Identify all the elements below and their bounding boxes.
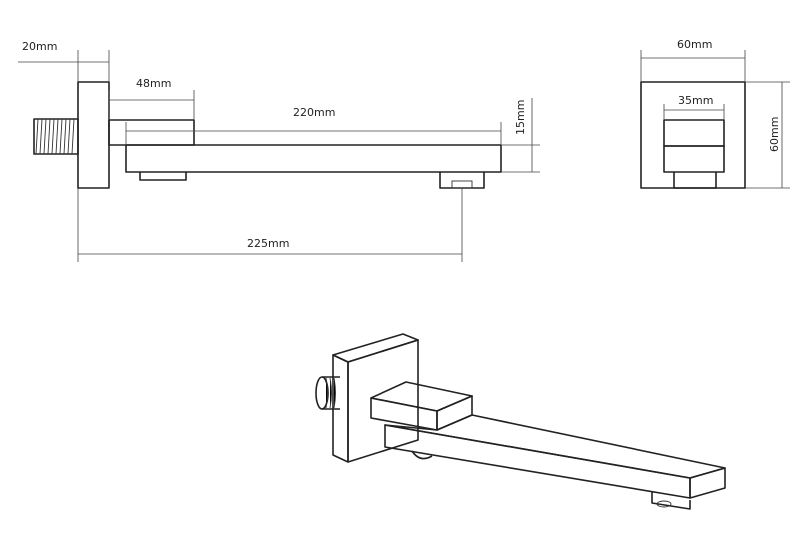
iso-thread-inlet bbox=[315, 376, 340, 410]
front-bottom-nub bbox=[673, 172, 717, 189]
iso-outlet-nub bbox=[651, 492, 691, 510]
label-225mm: 225mm bbox=[247, 237, 289, 250]
side-back-nub bbox=[139, 172, 187, 181]
iso-wall-plate bbox=[332, 333, 419, 463]
side-thread-inlet bbox=[33, 118, 79, 155]
side-connector-block bbox=[108, 119, 195, 146]
iso-spout-body bbox=[384, 414, 726, 499]
front-connector-lower bbox=[663, 145, 725, 173]
front-dimensions bbox=[640, 50, 790, 189]
label-20mm: 20mm bbox=[22, 40, 57, 53]
isometric-view bbox=[315, 333, 726, 510]
iso-back-nub bbox=[411, 450, 433, 460]
front-connector-upper bbox=[663, 119, 725, 147]
side-dimensions bbox=[18, 50, 540, 262]
side-outlet-nub bbox=[439, 172, 485, 189]
front-view bbox=[640, 81, 746, 189]
label-60mm-height: 60mm bbox=[768, 117, 781, 152]
label-60mm-width: 60mm bbox=[677, 38, 712, 51]
side-view bbox=[33, 81, 502, 189]
side-spout-body bbox=[125, 144, 502, 173]
side-wall-plate bbox=[77, 81, 110, 189]
iso-connector-block bbox=[370, 381, 473, 431]
label-15mm: 15mm bbox=[514, 100, 527, 135]
label-220mm: 220mm bbox=[293, 106, 335, 119]
label-48mm: 48mm bbox=[136, 77, 171, 90]
label-35mm: 35mm bbox=[678, 94, 713, 107]
